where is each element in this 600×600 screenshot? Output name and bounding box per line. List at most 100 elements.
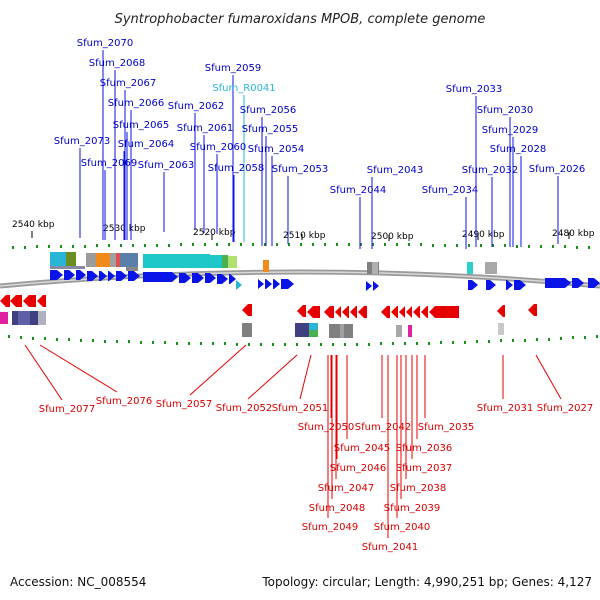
minor-tick bbox=[396, 243, 398, 246]
gene-label[interactable]: Sfum_2073 bbox=[54, 136, 110, 147]
scale-label: 2490 kbp bbox=[462, 230, 505, 240]
minor-tick bbox=[252, 243, 254, 246]
scale-label: 2520 kbp bbox=[193, 228, 236, 238]
gene-label[interactable]: Sfum_2035 bbox=[418, 422, 474, 433]
gene-label[interactable]: Sfum_2031 bbox=[477, 403, 533, 414]
minor-tick bbox=[476, 340, 478, 343]
minor-tick bbox=[588, 246, 590, 249]
minor-tick bbox=[564, 245, 566, 248]
forward-gene-arrow bbox=[545, 278, 571, 288]
gene-label[interactable]: Sfum_2067 bbox=[100, 78, 156, 89]
reverse-gene-arrows bbox=[0, 295, 537, 318]
minor-tick bbox=[596, 335, 598, 338]
gene-label[interactable]: Sfum_2046 bbox=[330, 463, 386, 474]
reverse-gene-arrow bbox=[335, 306, 341, 318]
gene-label[interactable]: Sfum_2064 bbox=[118, 139, 174, 150]
gene-label[interactable]: Sfum_2062 bbox=[168, 101, 224, 112]
label-leader-lines bbox=[24, 50, 562, 538]
minor-tick bbox=[548, 338, 550, 341]
minor-tick bbox=[348, 243, 350, 246]
gene-label[interactable]: Sfum_2055 bbox=[242, 124, 298, 135]
leader-line bbox=[299, 354, 312, 400]
minor-tick bbox=[308, 343, 310, 346]
gene-label[interactable]: Sfum_2029 bbox=[482, 125, 538, 136]
forward-gene-arrow bbox=[258, 279, 264, 289]
accession-label: Accession: NC_008554 bbox=[10, 575, 146, 589]
minor-tick bbox=[92, 339, 94, 342]
gene-label[interactable]: Sfum_2061 bbox=[177, 123, 233, 134]
gene-label[interactable]: Sfum_2038 bbox=[390, 483, 446, 494]
gene-label[interactable]: Sfum_2028 bbox=[490, 144, 546, 155]
gene-label[interactable]: Sfum_2032 bbox=[462, 165, 518, 176]
gene-label[interactable]: Sfum_2047 bbox=[318, 483, 374, 494]
gene-label[interactable]: Sfum_2063 bbox=[138, 160, 194, 171]
minor-tick bbox=[468, 244, 470, 247]
reverse-gene-arrow bbox=[381, 306, 390, 318]
minor-tick bbox=[104, 340, 106, 343]
minor-tick bbox=[284, 343, 286, 346]
gene-label[interactable]: Sfum_2048 bbox=[309, 503, 365, 514]
gene-label[interactable]: Sfum_2077 bbox=[39, 404, 95, 415]
minor-tick bbox=[300, 243, 302, 246]
gene-label[interactable]: Sfum_2053 bbox=[272, 164, 328, 175]
gene-label[interactable]: Sfum_2066 bbox=[108, 98, 164, 109]
gene-label[interactable]: Sfum_2076 bbox=[96, 396, 152, 407]
gene-label[interactable]: Sfum_R0041 bbox=[212, 83, 275, 94]
gene-label[interactable]: Sfum_2037 bbox=[396, 463, 452, 474]
gene-label[interactable]: Sfum_2065 bbox=[113, 120, 169, 131]
gene-label[interactable]: Sfum_2057 bbox=[156, 399, 212, 410]
minor-tick bbox=[540, 245, 542, 248]
gene-label[interactable]: Sfum_2045 bbox=[334, 443, 390, 454]
minor-tick bbox=[204, 243, 206, 246]
gene-label[interactable]: Sfum_2070 bbox=[77, 38, 133, 49]
gene-label[interactable]: Sfum_2052 bbox=[216, 403, 272, 414]
minor-tick bbox=[236, 343, 238, 346]
gene-label[interactable]: Sfum_2027 bbox=[537, 403, 593, 414]
scale-label: 2540 kbp bbox=[12, 220, 55, 230]
bottom-feature-blocks bbox=[0, 311, 504, 338]
gene-label[interactable]: Sfum_2050 bbox=[298, 422, 354, 433]
minor-tick bbox=[116, 340, 118, 343]
minor-tick bbox=[12, 246, 14, 249]
forward-gene-arrow bbox=[468, 280, 478, 290]
gene-label[interactable]: Sfum_2034 bbox=[422, 185, 478, 196]
minor-tick bbox=[440, 341, 442, 344]
reverse-gene-arrow bbox=[10, 295, 22, 307]
gene-label[interactable]: Sfum_2033 bbox=[446, 84, 502, 95]
gene-label[interactable]: Sfum_2036 bbox=[396, 443, 452, 454]
minor-tick bbox=[452, 341, 454, 344]
gene-label[interactable]: Sfum_2060 bbox=[190, 142, 246, 153]
minor-tick bbox=[456, 244, 458, 247]
gene-label[interactable]: Sfum_2041 bbox=[362, 542, 418, 553]
gene-label[interactable]: Sfum_2051 bbox=[272, 403, 328, 414]
forward-gene-arrow bbox=[50, 270, 63, 280]
gene-label[interactable]: Sfum_2069 bbox=[81, 158, 137, 169]
gene-label[interactable]: Sfum_2026 bbox=[529, 164, 585, 175]
gene-label[interactable]: Sfum_2058 bbox=[208, 163, 264, 174]
reverse-gene-arrow bbox=[342, 306, 349, 318]
scale-label: 2510 kbp bbox=[283, 231, 326, 241]
minor-tick bbox=[528, 245, 530, 248]
gene-label[interactable]: Sfum_2043 bbox=[367, 165, 423, 176]
gene-label[interactable]: Sfum_2068 bbox=[89, 58, 145, 69]
gene-label[interactable]: Sfum_2042 bbox=[355, 422, 411, 433]
minor-tick bbox=[8, 335, 10, 338]
scale-bar: 2540 kbp 2530 kbp 2520 kbp 2510 kbp 2500… bbox=[12, 220, 595, 242]
gene-label[interactable]: Sfum_2044 bbox=[330, 185, 386, 196]
gene-label[interactable]: Sfum_2056 bbox=[240, 105, 296, 116]
gene-label[interactable]: Sfum_2039 bbox=[384, 503, 440, 514]
forward-gene-arrow bbox=[572, 278, 584, 288]
gene-label[interactable]: Sfum_2059 bbox=[205, 63, 261, 74]
gene-label[interactable]: Sfum_2040 bbox=[374, 522, 430, 533]
gene-label[interactable]: Sfum_2030 bbox=[477, 105, 533, 116]
minor-tick bbox=[80, 339, 82, 342]
leader-line bbox=[189, 344, 247, 396]
leader-line bbox=[535, 354, 562, 400]
minor-tick bbox=[264, 243, 266, 246]
minor-tick bbox=[128, 340, 130, 343]
gene-label[interactable]: Sfum_2049 bbox=[302, 522, 358, 533]
forward-gene-arrow bbox=[366, 281, 372, 291]
gene-label[interactable]: Sfum_2054 bbox=[248, 144, 304, 155]
forward-gene-arrow bbox=[588, 278, 600, 288]
